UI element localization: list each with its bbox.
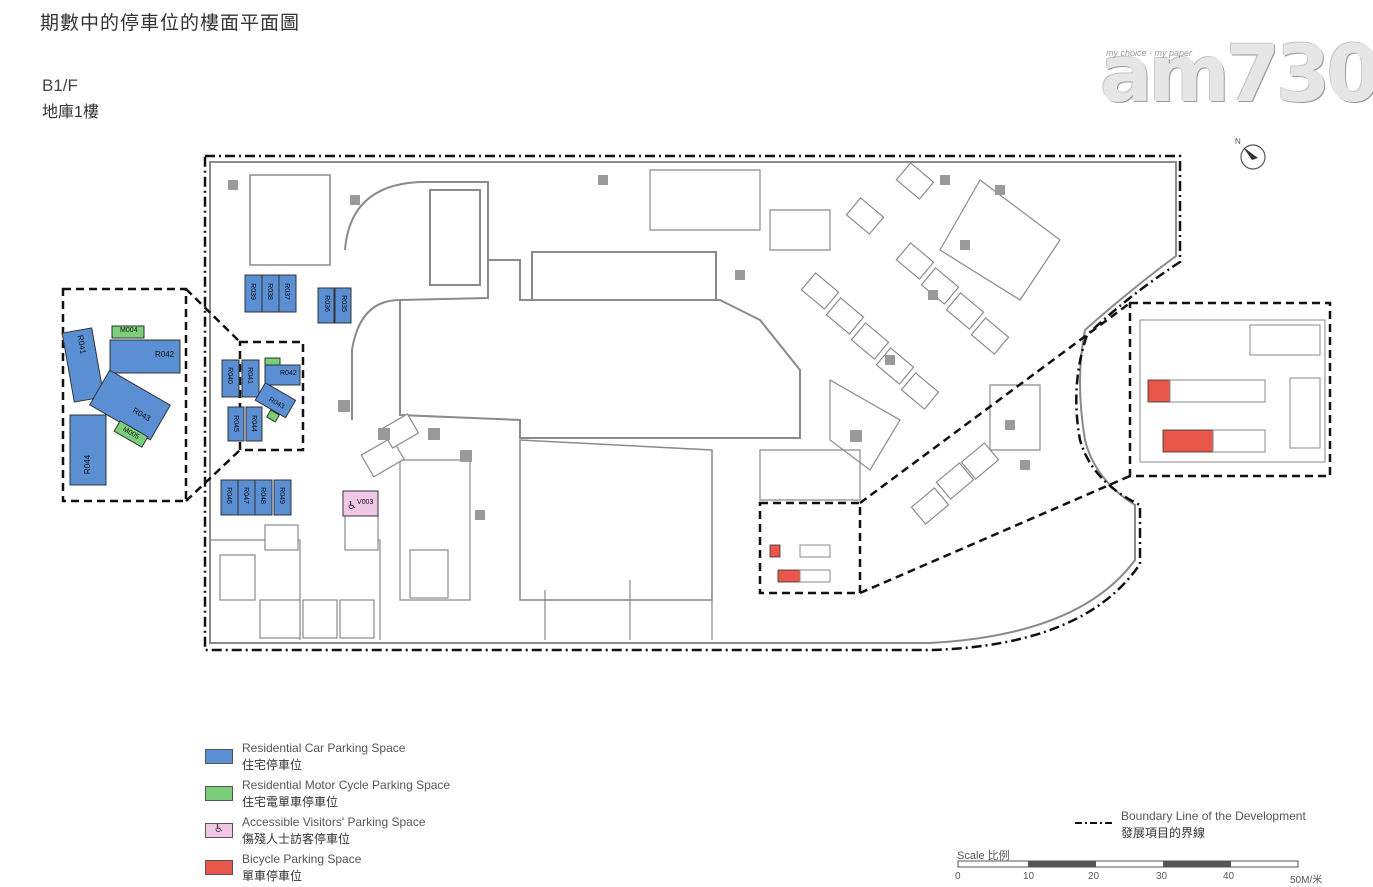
legend-label-car-en: Residential Car Parking Space xyxy=(242,741,406,755)
zoom-space-label-r042: R042 xyxy=(155,350,175,359)
scale-bar xyxy=(957,860,1299,868)
legend-swatch-car xyxy=(205,749,233,764)
space-label-r041: R041 xyxy=(245,367,253,384)
car-space-r042 xyxy=(264,364,301,386)
scale-tick-0: 0 xyxy=(955,871,961,882)
car-space-r040 xyxy=(221,359,240,398)
scale-tick-20: 20 xyxy=(1088,871,1100,882)
scale-tick-50: 50M/米 xyxy=(1290,875,1323,886)
legend-label-car-zh: 住宅停車位 xyxy=(242,758,303,772)
space-label-r045: R045 xyxy=(231,415,239,432)
page-title: 期數中的停車位的樓面平面圖 xyxy=(40,12,301,34)
legend-label-motorcycle-en: Residential Motor Cycle Parking Space xyxy=(242,778,451,792)
zoom-callouts xyxy=(61,287,1332,595)
zoom-moto-label-m004: M004 xyxy=(120,327,138,334)
legend-label-bicycle-zh: 單車停車位 xyxy=(242,869,303,883)
publisher-logo: am730 xyxy=(1100,30,1373,120)
boundary-legend-en: Boundary Line of the Development xyxy=(1121,809,1306,823)
legend-label-motorcycle-zh: 住宅電單車停車位 xyxy=(242,795,339,809)
structural-columns xyxy=(228,175,1030,520)
space-label-r047: R047 xyxy=(241,487,249,504)
legend-label-accessible-zh: 傷殘人士訪客停車位 xyxy=(242,832,351,846)
legend-swatch-motorcycle xyxy=(205,786,233,801)
wheelchair-icon: ♿ xyxy=(214,822,224,835)
car-space-r045 xyxy=(227,406,245,442)
motorcycle-spaces xyxy=(111,325,281,448)
space-label-r039: R039 xyxy=(248,283,256,300)
moto-space-m004 xyxy=(111,325,145,339)
moto-space-m005 xyxy=(113,420,149,448)
space-label-r037: R037 xyxy=(282,283,290,300)
scale-title: Scale 比例 xyxy=(957,850,1010,862)
space-label-r036: R036 xyxy=(322,295,330,312)
space-label-r042: R042 xyxy=(280,370,297,377)
residential-car-spaces xyxy=(61,274,352,516)
wheelchair-icon: ♿ xyxy=(347,499,357,512)
space-label-r038: R038 xyxy=(265,283,273,300)
accessible-space-label-v003: V003 xyxy=(357,499,374,506)
space-label-r049: R049 xyxy=(277,487,285,504)
car-space-r044 xyxy=(245,406,263,442)
space-label-r048: R048 xyxy=(258,487,266,504)
car-space-zoom-r044 xyxy=(69,414,107,486)
moto-space-main-2 xyxy=(265,409,281,423)
scale-tick-40: 40 xyxy=(1223,871,1235,882)
bike-rack-stripes xyxy=(799,319,1326,583)
car-space-zoom-r041 xyxy=(61,327,105,403)
building-walls xyxy=(209,161,1177,644)
other-parking-bays xyxy=(219,162,1010,639)
car-space-r036 xyxy=(317,287,335,324)
car-space-r041 xyxy=(241,359,260,398)
space-label-r035: R035 xyxy=(339,295,347,312)
legend-label-accessible-en: Accessible Visitors' Parking Space xyxy=(242,815,426,829)
publisher-logo-tagline: my choice · my paper xyxy=(1106,48,1193,58)
space-label-r046: R046 xyxy=(224,487,232,504)
car-space-r043 xyxy=(254,382,297,419)
scale-tick-30: 30 xyxy=(1156,871,1168,882)
bicycle-spaces xyxy=(769,379,1214,583)
car-space-r048 xyxy=(254,479,273,516)
floor-label-en: B1/F xyxy=(42,76,78,95)
car-space-zoom-r042 xyxy=(109,339,181,374)
space-label-r044: R044 xyxy=(249,415,257,432)
car-space-r037 xyxy=(278,274,297,313)
legend-label-bicycle-en: Bicycle Parking Space xyxy=(242,852,362,866)
north-arrow-icon: N xyxy=(1235,137,1266,170)
legend-swatch-accessible: ♿ xyxy=(205,822,233,838)
moto-space-main-1 xyxy=(264,357,281,366)
scale-tick-10: 10 xyxy=(1023,871,1035,882)
zoom-space-label-r044: R044 xyxy=(83,454,93,475)
space-label-r040: R040 xyxy=(225,367,233,384)
floor-label-zh: 地庫1樓 xyxy=(42,104,99,121)
car-space-r035 xyxy=(334,287,352,324)
legend-swatch-bicycle xyxy=(205,860,233,875)
boundary-legend-zh: 發展項目的界線 xyxy=(1121,826,1206,840)
accessible-space: ♿ xyxy=(342,490,379,517)
car-space-r049 xyxy=(273,479,292,516)
svg-text:N: N xyxy=(1235,137,1241,146)
